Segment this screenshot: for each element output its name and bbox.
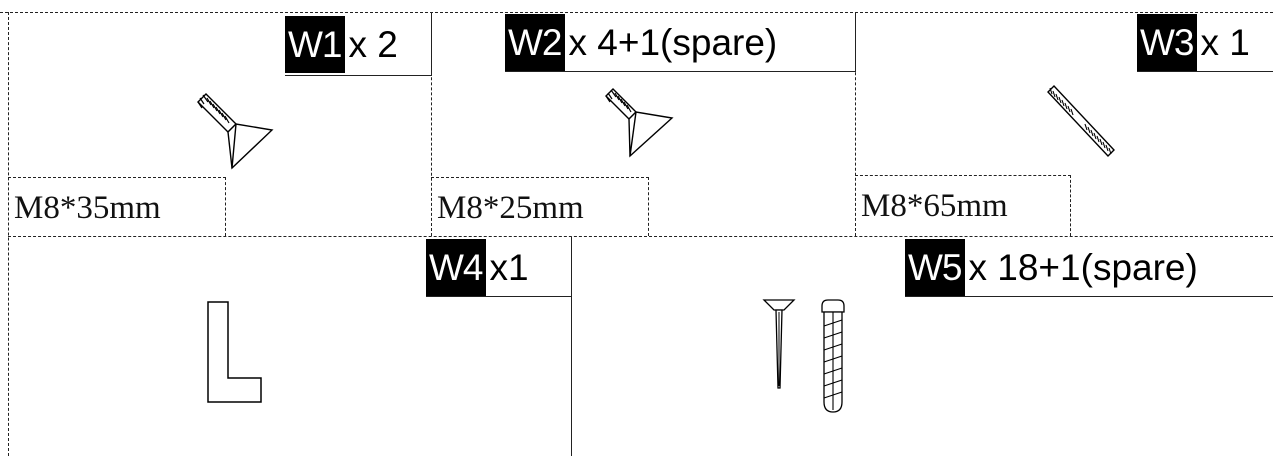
divider-w4-w5 <box>571 237 572 456</box>
w5-quantity: x 18+1(spare) <box>968 247 1198 288</box>
w5-label: W5 x 18+1(spare) <box>905 239 1202 296</box>
w3-label-underline <box>1137 71 1273 72</box>
w2-quantity: x 4+1(spare) <box>568 22 778 63</box>
w1-label-side <box>431 12 432 76</box>
row-divider <box>8 236 1273 237</box>
w1-code: W1 <box>285 16 345 73</box>
l-bracket-icon <box>207 301 262 403</box>
w2-size-box-top <box>431 177 649 178</box>
w5-code: W5 <box>905 239 965 296</box>
divider-w2-w3 <box>855 12 856 236</box>
w2-size-box-right <box>648 177 649 236</box>
w4-label-underline <box>426 296 572 297</box>
countersunk-bolt-icon <box>605 88 674 158</box>
w3-code: W3 <box>1137 14 1197 71</box>
w5-label-underline <box>905 296 1273 297</box>
w2-label-underline <box>505 71 856 72</box>
w1-size-box-top <box>8 177 226 178</box>
countersunk-bolt-icon <box>197 93 274 170</box>
screw-and-wall-anchor-icon <box>762 299 845 413</box>
w1-label: W1 x 2 <box>285 16 402 73</box>
w1-label-underline <box>285 75 432 76</box>
left-border <box>8 12 9 456</box>
top-border <box>0 12 1273 13</box>
w3-size-box-right <box>1070 175 1071 236</box>
w1-quantity: x 2 <box>348 24 398 65</box>
w3-size: M8*65mm <box>861 188 1008 224</box>
w4-label-side <box>571 237 572 297</box>
w2-label: W2 x 4+1(spare) <box>505 14 781 71</box>
w2-label-side <box>855 12 856 72</box>
w3-quantity: x 1 <box>1200 22 1250 63</box>
w4-code: W4 <box>426 239 486 296</box>
w1-size-box-right <box>225 177 226 236</box>
threaded-rod-icon <box>1047 84 1115 158</box>
w1-size: M8*35mm <box>14 190 161 226</box>
divider-w1-w2 <box>431 12 432 236</box>
w3-size-box-top <box>855 175 1071 176</box>
w4-label: W4 x1 <box>426 239 533 296</box>
w2-size: M8*25mm <box>437 190 584 226</box>
w2-code: W2 <box>505 14 565 71</box>
w3-label: W3 x 1 <box>1137 14 1254 71</box>
w4-quantity: x1 <box>489 247 529 288</box>
